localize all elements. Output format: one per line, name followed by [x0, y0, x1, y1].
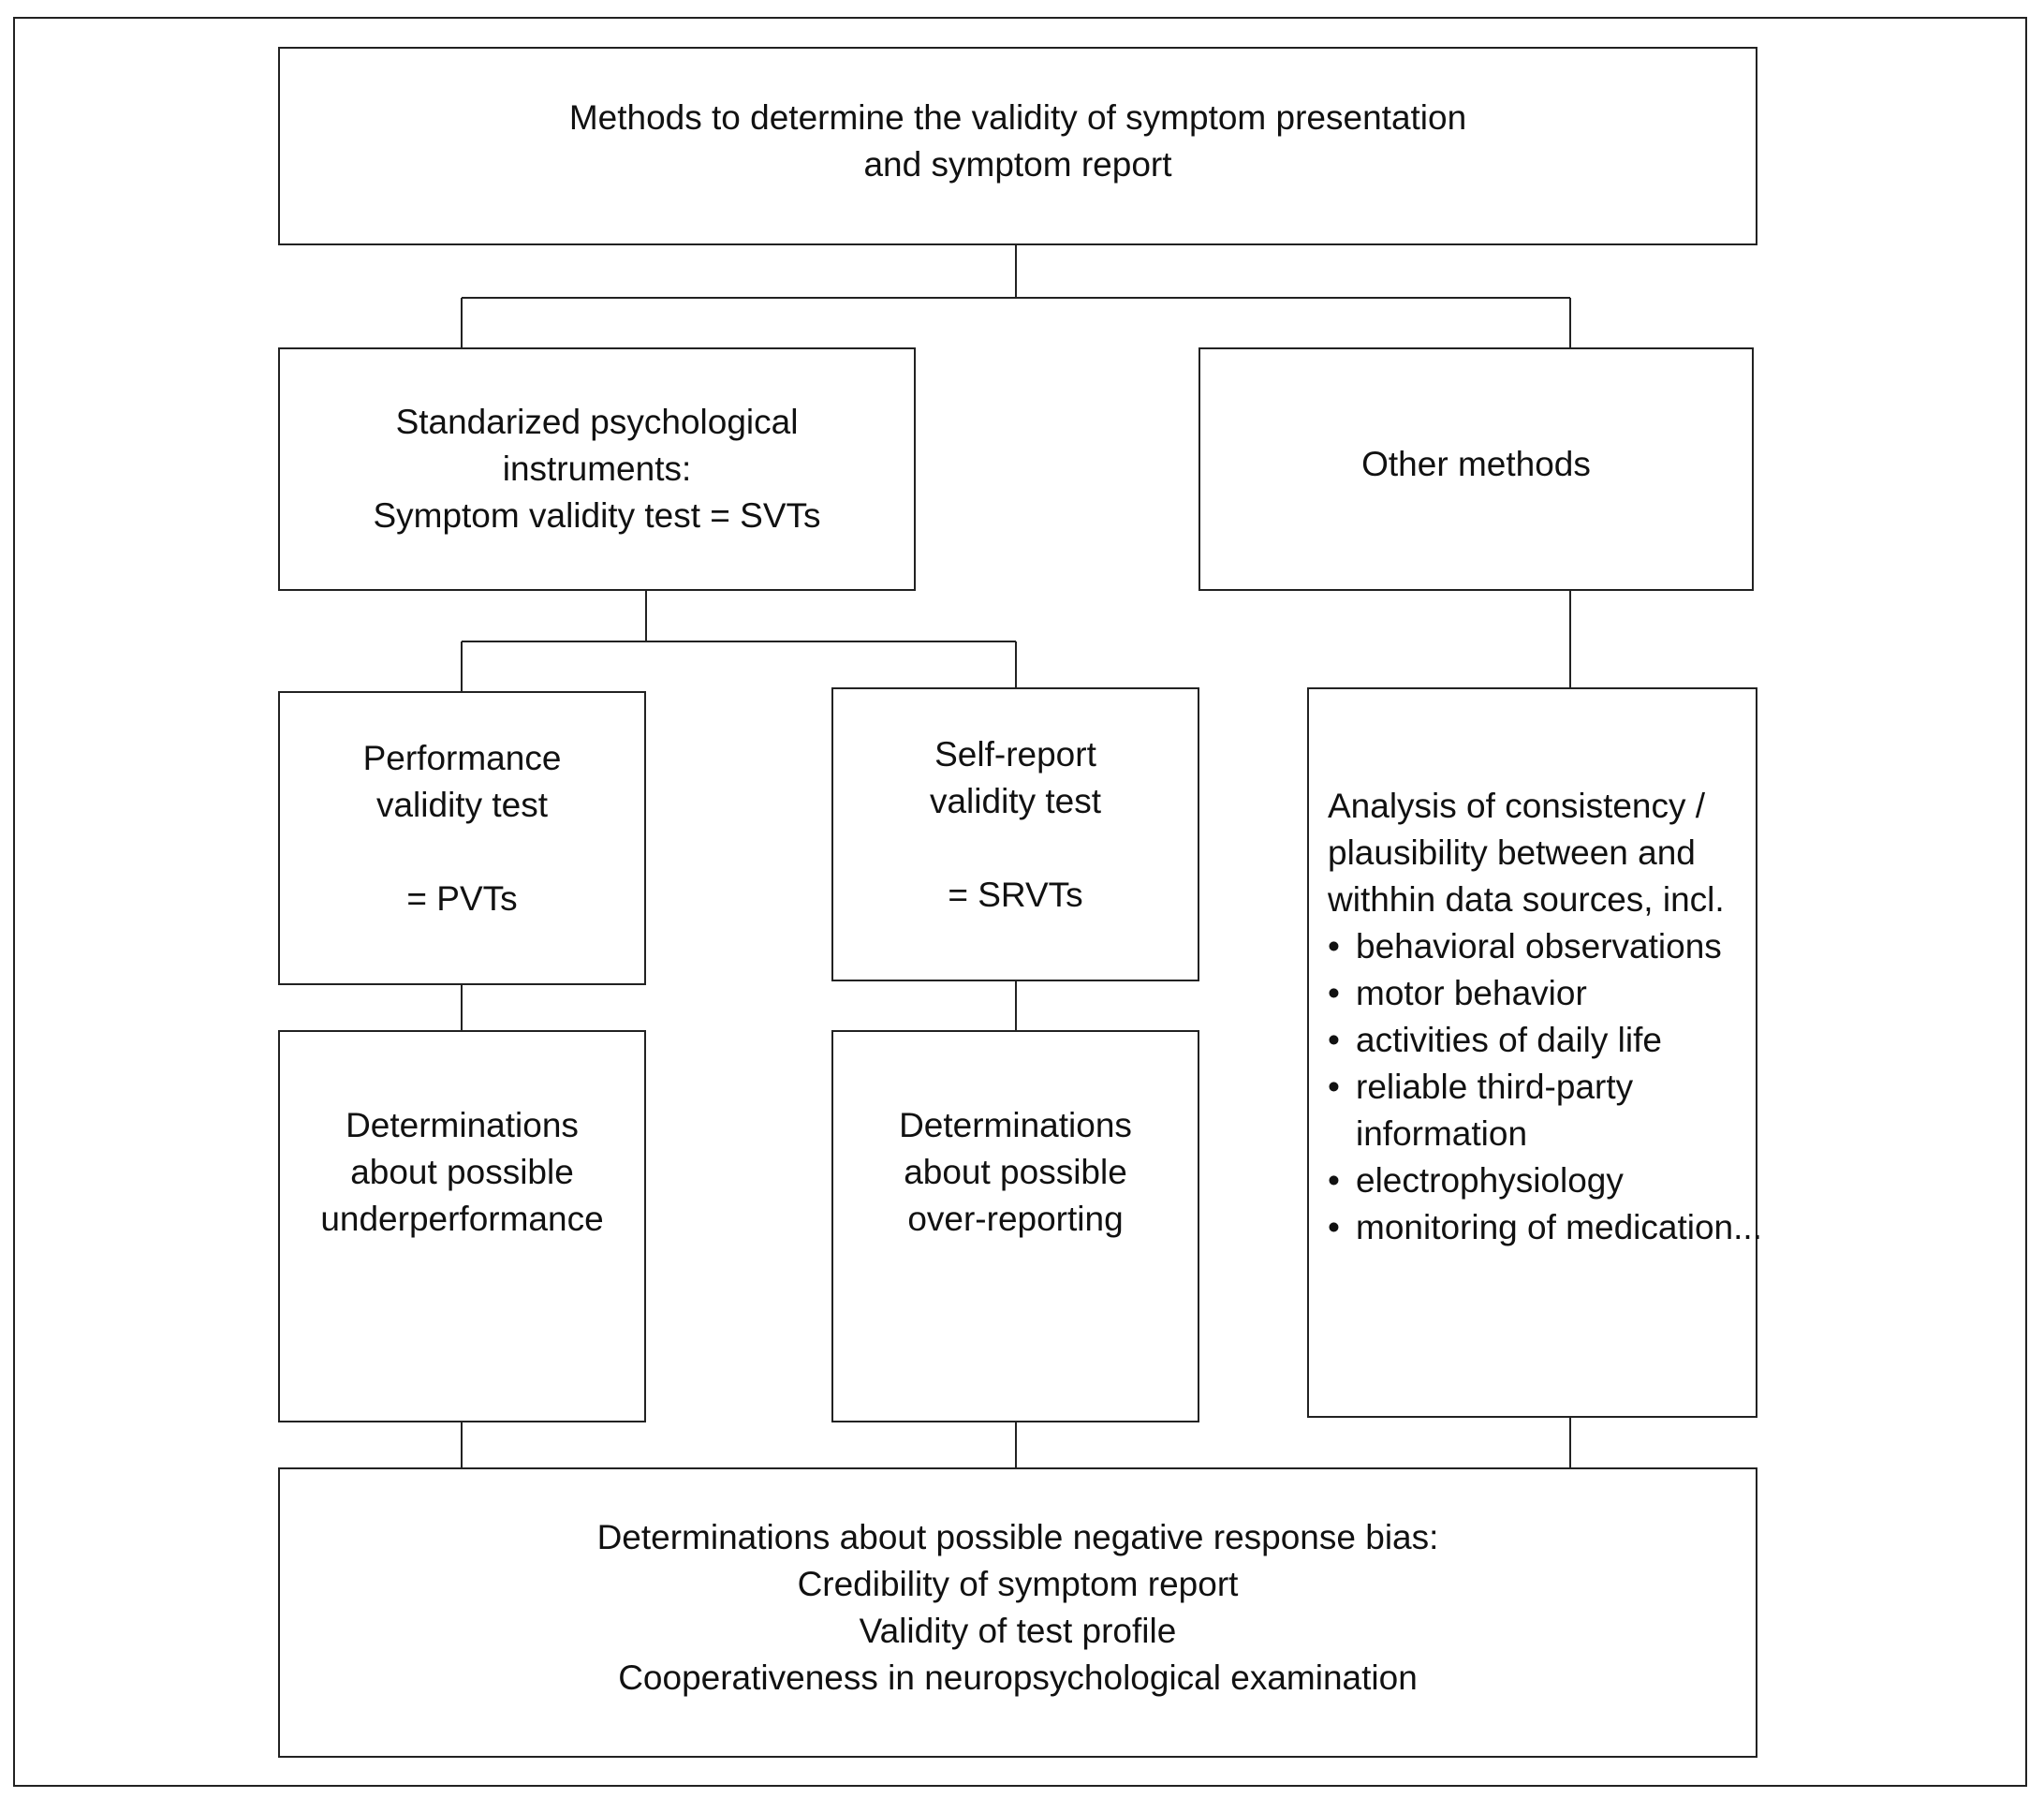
box-text-line: underperformance: [320, 1200, 604, 1238]
list-item-line: behavioral observations: [1356, 927, 1722, 965]
box-text-line: about possible: [904, 1153, 1127, 1191]
box-text-line: Standarized psychological: [395, 403, 799, 441]
box-text-line: = SRVTs: [948, 876, 1083, 914]
box-text-line: withhin data sources, incl.: [1328, 880, 1725, 919]
box-text-line: Other methods: [1361, 445, 1591, 483]
box-text-line: Self-report: [934, 735, 1096, 774]
list-item-text: motor behavior: [1356, 970, 1587, 1017]
list-item-line: monitoring of medication...: [1356, 1208, 1762, 1246]
response-bias-box: Determinations about possible negative r…: [278, 1467, 1757, 1758]
pvt-box: Performance validity test = PVTs: [278, 691, 646, 985]
list-item-text: reliable third-party information: [1356, 1064, 1633, 1157]
bullet-icon: •: [1328, 974, 1340, 1012]
list-item: • reliable third-party information: [1328, 1064, 1762, 1157]
list-item-line: motor behavior: [1356, 974, 1587, 1012]
analysis-box: Analysis of consistency / plausibility b…: [1307, 687, 1762, 1418]
list-item-text: behavioral observations: [1356, 923, 1722, 970]
box-text-line: Performance: [362, 739, 562, 777]
box-text-line: about possible: [350, 1153, 574, 1191]
overreporting-box: Determinations about possible over-repor…: [831, 1030, 1199, 1422]
list-item-text: activities of daily life: [1356, 1017, 1662, 1064]
box-text-line: validity test: [929, 782, 1101, 820]
bullet-icon: •: [1328, 1021, 1340, 1059]
bullet-icon: •: [1328, 927, 1340, 965]
svt-instruments-box: Standarized psychological instruments: S…: [278, 347, 916, 591]
box-text-line: validity test: [375, 786, 548, 824]
list-item: • electrophysiology: [1328, 1157, 1762, 1204]
list-item: • behavioral observations: [1328, 923, 1762, 970]
list-item: • monitoring of medication...: [1328, 1204, 1762, 1251]
srvt-box: Self-report validity test = SRVTs: [831, 687, 1199, 981]
figure-frame: [13, 17, 2027, 1787]
bullet-icon: •: [1328, 1208, 1340, 1246]
box-text-line: Determinations about possible negative r…: [596, 1518, 1439, 1556]
other-methods-box: Other methods: [1198, 347, 1754, 591]
box-text-line: = PVTs: [406, 879, 518, 918]
list-item: • motor behavior: [1328, 970, 1762, 1017]
list-item-line: electrophysiology: [1356, 1161, 1624, 1200]
box-text-line: Cooperativeness in neuropsychological ex…: [618, 1658, 1418, 1697]
bullet-icon: •: [1328, 1068, 1340, 1106]
box-text-line: instruments:: [502, 450, 692, 488]
list-item-line: information: [1356, 1114, 1528, 1153]
methods-overview-box: Methods to determine the validity of sym…: [278, 47, 1757, 245]
list-item: • activities of daily life: [1328, 1017, 1762, 1064]
box-text-line: over-reporting: [907, 1200, 1124, 1238]
box-text-line: Credibility of symptom report: [797, 1565, 1239, 1603]
underperformance-box: Determinations about possible underperfo…: [278, 1030, 646, 1422]
box-text-line: Symptom validity test = SVTs: [373, 496, 821, 535]
list-item-text: electrophysiology: [1356, 1157, 1624, 1204]
box-text-line: Analysis of consistency /: [1328, 787, 1706, 825]
bullet-icon: •: [1328, 1161, 1340, 1200]
list-item-text: monitoring of medication...: [1356, 1204, 1762, 1251]
box-text-line: Determinations: [899, 1106, 1132, 1144]
box-text-line: Determinations: [346, 1106, 579, 1144]
box-text-line: Methods to determine the validity of sym…: [568, 98, 1467, 137]
box-text-line: Validity of test profile: [859, 1612, 1177, 1650]
data-sources-list: • behavioral observations • motor behavi…: [1328, 923, 1762, 1251]
list-item-line: reliable third-party: [1356, 1068, 1634, 1106]
box-text-line: and symptom report: [863, 145, 1172, 184]
box-text-line: plausibility between and: [1328, 833, 1696, 872]
list-item-line: activities of daily life: [1356, 1021, 1662, 1059]
